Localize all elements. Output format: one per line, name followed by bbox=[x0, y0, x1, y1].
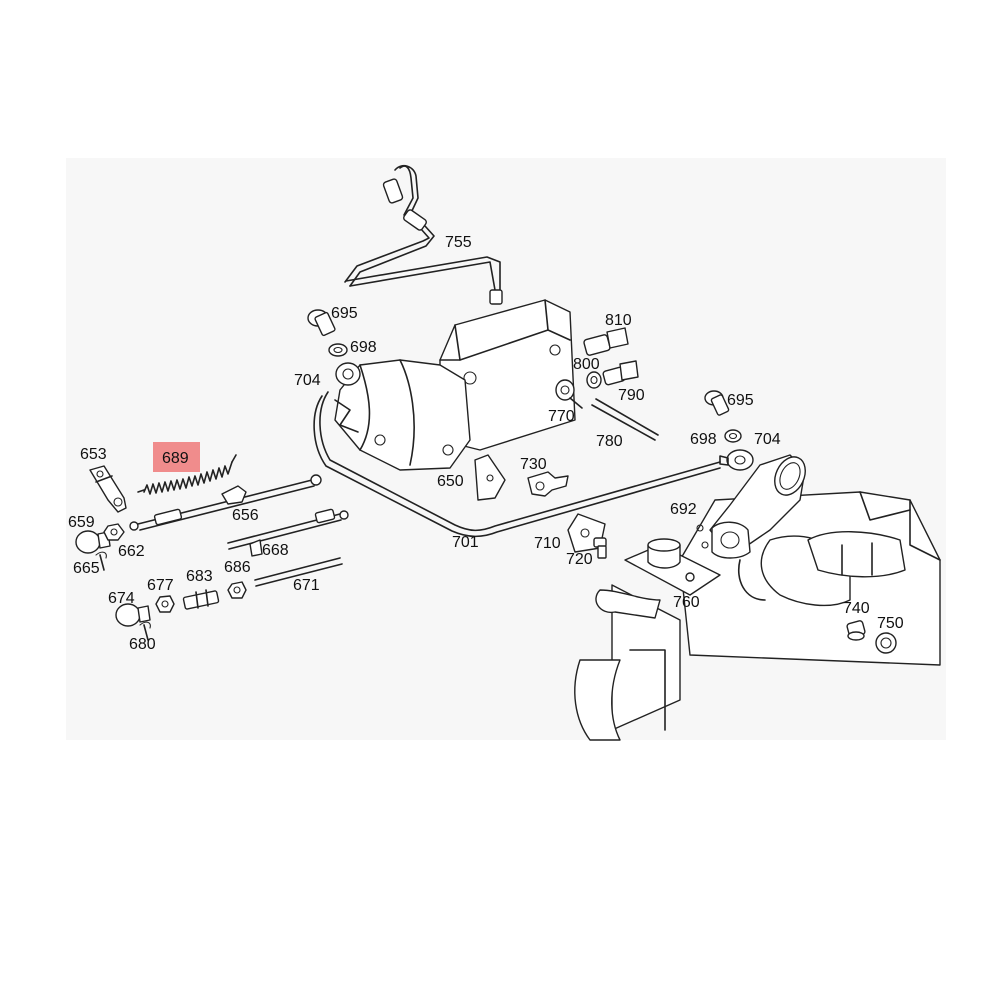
label-750[interactable]: 750 bbox=[877, 615, 904, 632]
label-810[interactable]: 810 bbox=[605, 312, 632, 329]
part-689-spring[interactable] bbox=[137, 454, 237, 495]
label-695-right[interactable]: 695 bbox=[727, 392, 754, 409]
part-780-pipe[interactable] bbox=[591, 398, 659, 441]
part-755-injection-line[interactable] bbox=[344, 164, 503, 305]
label-689[interactable]: 689 bbox=[162, 450, 189, 467]
part-730-clamp[interactable] bbox=[527, 471, 569, 497]
label-790[interactable]: 790 bbox=[618, 387, 645, 404]
label-662[interactable]: 662 bbox=[118, 543, 145, 560]
label-710[interactable]: 710 bbox=[534, 535, 561, 552]
engine-block-outline bbox=[574, 454, 941, 741]
label-668[interactable]: 668 bbox=[262, 542, 289, 559]
label-695-left[interactable]: 695 bbox=[331, 305, 358, 322]
part-650-pump-assembly[interactable] bbox=[334, 299, 576, 471]
label-650[interactable]: 650 bbox=[437, 473, 464, 490]
part-695-banjo-bolt-right[interactable] bbox=[704, 390, 730, 416]
label-692[interactable]: 692 bbox=[670, 501, 697, 518]
part-790-fitting[interactable] bbox=[602, 360, 639, 386]
label-674[interactable]: 674 bbox=[108, 590, 135, 607]
label-683[interactable]: 683 bbox=[186, 568, 213, 585]
label-698-right[interactable]: 698 bbox=[690, 431, 717, 448]
label-665[interactable]: 665 bbox=[73, 560, 100, 577]
label-677[interactable]: 677 bbox=[147, 577, 174, 594]
part-720-bolt[interactable] bbox=[593, 537, 607, 559]
part-650-bracket[interactable] bbox=[474, 454, 506, 501]
label-659[interactable]: 659 bbox=[68, 514, 95, 531]
part-665-clip[interactable] bbox=[95, 551, 107, 571]
part-800-washer[interactable] bbox=[586, 371, 602, 389]
part-698-washer-right[interactable] bbox=[724, 429, 742, 443]
label-770[interactable]: 770 bbox=[548, 408, 575, 425]
part-677-nut[interactable] bbox=[155, 595, 175, 613]
part-695-banjo-bolt-left[interactable] bbox=[307, 309, 336, 337]
part-671-rod[interactable] bbox=[254, 557, 343, 587]
part-810-fitting[interactable] bbox=[583, 327, 629, 356]
label-755[interactable]: 755 bbox=[445, 234, 472, 251]
part-704-banjo-fitting-right[interactable] bbox=[719, 449, 754, 471]
label-704-right[interactable]: 704 bbox=[754, 431, 781, 448]
label-800[interactable]: 800 bbox=[573, 356, 600, 373]
part-668-rod[interactable] bbox=[227, 508, 349, 557]
label-701[interactable]: 701 bbox=[452, 534, 479, 551]
label-656[interactable]: 656 bbox=[232, 507, 259, 524]
label-653[interactable]: 653 bbox=[80, 446, 107, 463]
part-740-plug[interactable] bbox=[846, 620, 866, 641]
part-683-turnbuckle[interactable] bbox=[182, 589, 220, 610]
part-698-washer-left[interactable] bbox=[328, 343, 348, 357]
part-760-engine-mount[interactable] bbox=[624, 538, 721, 596]
part-701-return-pipe[interactable] bbox=[313, 391, 721, 538]
label-686[interactable]: 686 bbox=[224, 559, 251, 576]
part-662-nut[interactable] bbox=[103, 523, 125, 541]
part-770-banjo[interactable] bbox=[555, 379, 583, 409]
part-686-nut[interactable] bbox=[227, 581, 247, 599]
part-704-banjo-fitting-left[interactable] bbox=[335, 362, 361, 386]
label-780[interactable]: 780 bbox=[596, 433, 623, 450]
label-704-left[interactable]: 704 bbox=[294, 372, 321, 389]
part-692-flange[interactable] bbox=[696, 521, 751, 559]
label-720[interactable]: 720 bbox=[566, 551, 593, 568]
part-674-ball-socket[interactable] bbox=[115, 603, 151, 627]
label-760[interactable]: 760 bbox=[673, 594, 700, 611]
part-653-lever[interactable] bbox=[89, 465, 127, 513]
label-698-left[interactable]: 698 bbox=[350, 339, 377, 356]
label-740[interactable]: 740 bbox=[843, 600, 870, 617]
part-750-washer[interactable] bbox=[875, 632, 897, 654]
part-680-clip[interactable] bbox=[139, 621, 151, 641]
label-680[interactable]: 680 bbox=[129, 636, 156, 653]
label-730[interactable]: 730 bbox=[520, 456, 547, 473]
highlight-689 bbox=[153, 442, 200, 472]
label-671[interactable]: 671 bbox=[293, 577, 320, 594]
part-656-rod[interactable] bbox=[129, 474, 322, 531]
